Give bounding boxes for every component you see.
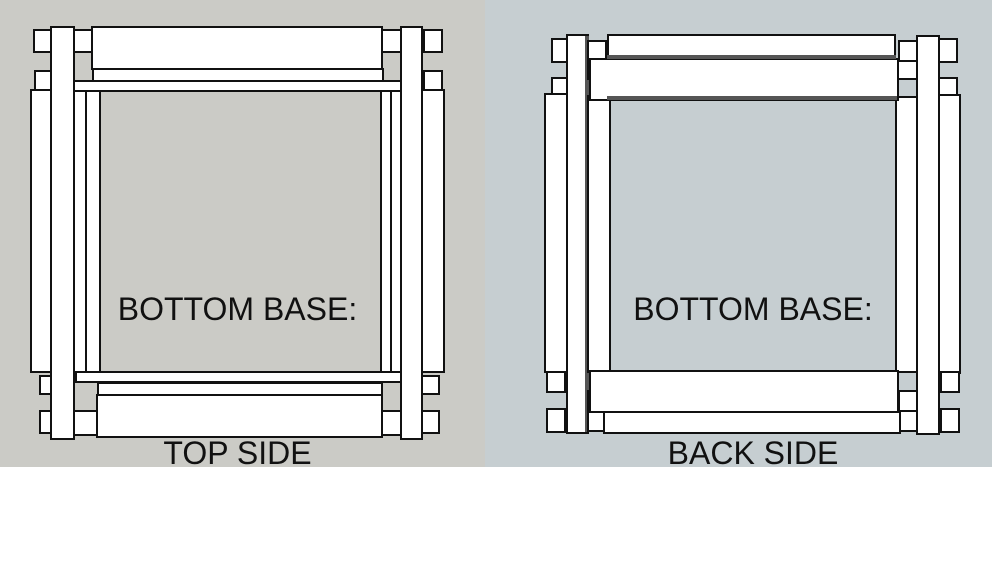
frame-inner-rail [390,89,402,375]
board-shadow [607,55,896,59]
view-label: BOTTOM BASE: TOP SIDE [95,189,380,573]
view-label-line2: TOP SIDE [163,435,312,471]
frame-tall-post [400,26,423,440]
view-label: BOTTOM BASE: BACK SIDE [620,189,886,573]
view-label-line1: BOTTOM BASE: [633,291,873,327]
frame-tall-post [916,35,940,435]
frame-small-block [546,371,566,393]
frame-outer-side-plank [420,89,445,373]
frame-small-block [940,408,960,433]
frame-top-board [607,34,896,57]
frame-small-block [420,410,440,434]
frame-outer-side-plank [544,93,568,373]
frame-small-block [420,375,440,395]
frame-small-block [938,38,958,63]
frame-bottom-rail [589,370,899,413]
view-label-line2: BACK SIDE [667,435,839,471]
frame-small-block [898,410,918,432]
frame-small-block [546,408,566,433]
frame-top-board [91,26,383,70]
frame-outer-side-plank [936,94,961,374]
frame-top-rail [589,58,899,101]
frame-small-block [381,29,402,53]
frame-small-block [73,29,93,53]
frame-small-block [940,371,960,393]
frame-small-block [380,410,402,436]
top-side-view-panel: BOTTOM BASE: TOP SIDE [0,0,485,471]
view-label-line1: BOTTOM BASE: [117,291,358,327]
frame-small-block [423,70,443,91]
frame-top-rail [92,68,384,82]
frame-tall-post [50,26,75,440]
frame-small-block [896,60,918,80]
frame-bottom-board [603,411,901,434]
frame-small-block [423,29,443,53]
rail-shadow [607,96,897,100]
frame-inner-rail [895,96,918,373]
frame-bottom-board [96,394,383,438]
back-side-view-panel: BOTTOM BASE: BACK SIDE [485,0,992,471]
frame-small-block [898,390,918,412]
frame-inner-rail [587,95,611,373]
frame-outer-side-plank [30,89,52,373]
